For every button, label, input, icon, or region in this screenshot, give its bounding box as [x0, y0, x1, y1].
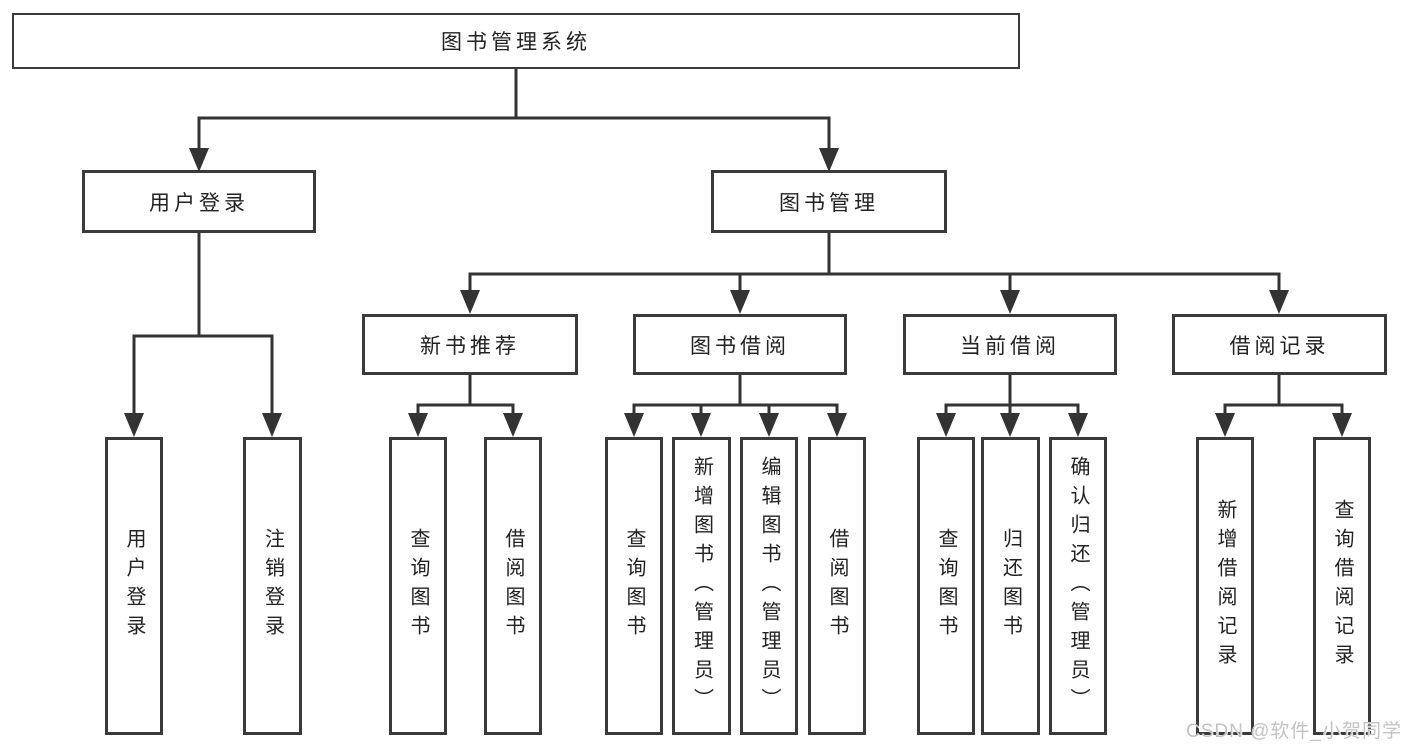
leaf-label: 新增借阅记录 [1214, 499, 1236, 673]
node-book-borrowing: 图书借阅 [633, 314, 847, 375]
leaf-label: 借阅图书 [826, 528, 848, 644]
leaf-query-borrow-record: 查询借阅记录 [1313, 437, 1371, 735]
leaf-query-books-current: 查询图书 [917, 437, 975, 735]
node-current-borrowing: 当前借阅 [903, 314, 1117, 375]
node-borrowing-records: 借阅记录 [1172, 314, 1387, 375]
leaf-label: 查询图书 [935, 528, 957, 644]
leaf-confirm-return-admin: 确认归还（管理员） [1049, 437, 1107, 735]
leaf-label: 注销登录 [261, 528, 284, 644]
leaf-label: 用户登录 [123, 528, 145, 644]
node-library-system: 图书管理系统 [12, 13, 1020, 69]
node-user-login: 用户登录 [82, 170, 316, 233]
node-new-book-recommendation: 新书推荐 [362, 314, 578, 375]
node-book-management: 图书管理 [711, 170, 947, 233]
leaf-label: 查询图书 [623, 528, 645, 644]
leaf-label: 编辑图书（管理员） [758, 455, 780, 717]
leaf-add-borrow-record: 新增借阅记录 [1196, 437, 1254, 735]
leaf-label: 借阅图书 [502, 528, 524, 644]
leaf-query-books-recommend: 查询图书 [389, 437, 447, 735]
leaf-user-login: 用户登录 [105, 437, 163, 735]
leaf-borrow-books-borrowing: 借阅图书 [808, 437, 866, 735]
leaf-edit-book-admin: 编辑图书（管理员） [740, 437, 798, 735]
leaf-label: 查询图书 [407, 528, 429, 644]
leaf-add-book-admin: 新增图书（管理员） [672, 437, 731, 735]
leaf-logout-login: 注销登录 [243, 437, 302, 735]
leaf-label: 查询借阅记录 [1331, 499, 1353, 673]
leaf-label: 新增图书（管理员） [690, 455, 713, 717]
watermark: CSDN @软件_小贺同学 [1186, 721, 1402, 742]
leaf-borrow-books-recommend: 借阅图书 [484, 437, 542, 735]
leaf-return-books: 归还图书 [981, 437, 1040, 735]
leaf-label: 确认归还（管理员） [1067, 455, 1089, 717]
leaf-label: 归还图书 [999, 528, 1022, 644]
leaf-query-books-borrowing: 查询图书 [605, 437, 663, 735]
